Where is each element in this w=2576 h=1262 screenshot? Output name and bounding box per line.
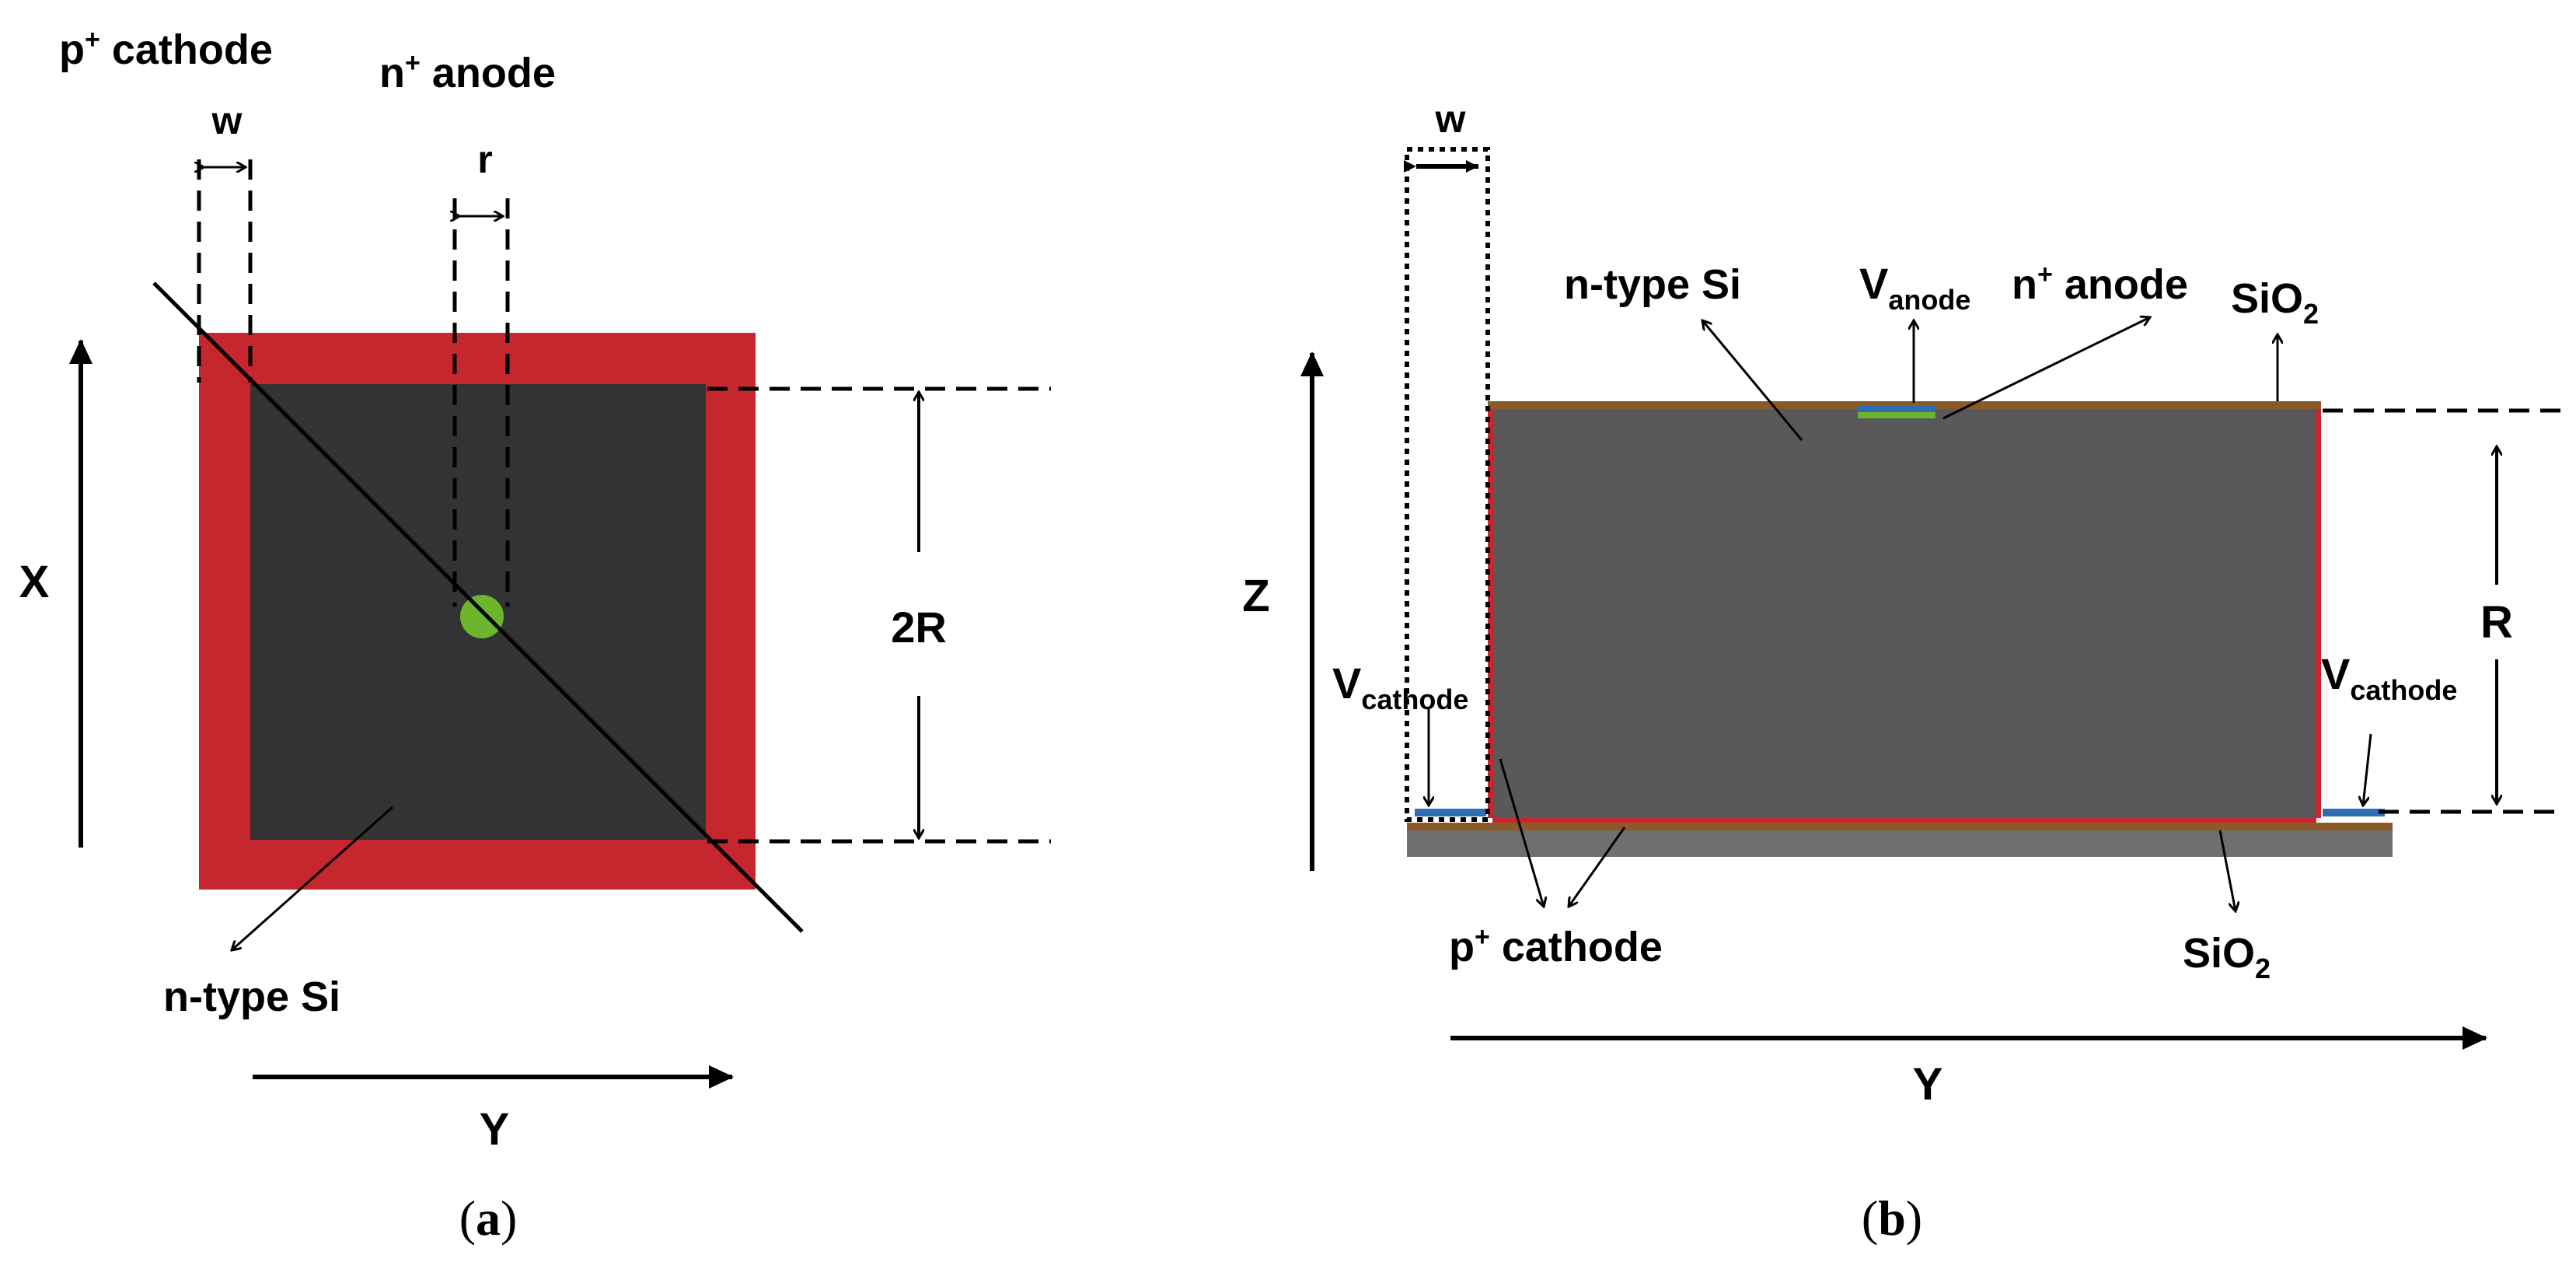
b-z-label: Z (1242, 571, 1269, 621)
a-2R-label: 2R (891, 603, 947, 652)
b-bottom-oxide (1407, 823, 2393, 830)
a-caption: (a) (459, 1190, 518, 1246)
b-sio2-bottom-pointer (2218, 830, 2236, 911)
a-ntype-pointer (232, 806, 393, 950)
a-x-label: X (19, 557, 50, 607)
panel-a: p+ cathode n+ anode w r 2R X Y n-type Si… (19, 25, 1051, 1246)
b-cathode-contact-right (2323, 809, 2385, 816)
b-anode-pointer (1942, 317, 2150, 420)
a-w-label: w (211, 99, 243, 142)
panel-b: w n-type Si Vanode n+ anode SiO2 Z R Vca… (1242, 97, 2565, 1246)
a-ntype-label: n-type Si (163, 974, 340, 1020)
a-diagonal-line (152, 281, 804, 933)
b-caption: (b) (1862, 1190, 1922, 1246)
a-y-label: Y (480, 1104, 510, 1155)
b-top-oxide (1488, 401, 2321, 409)
a-anode-dot (460, 595, 504, 638)
b-sio2-top-label: SiO2 (2231, 275, 2319, 330)
b-ntype-label: n-type Si (1564, 261, 1741, 308)
b-vcathode-right-label: Vcathode (2321, 649, 2457, 706)
b-silicon-block (1491, 406, 2318, 818)
b-cathode-pointer-2 (1569, 827, 1626, 907)
b-cathode-contact-left (1415, 809, 1486, 816)
b-ntype-pointer (1702, 320, 1803, 441)
b-w-label: w (1435, 97, 1466, 141)
b-cathode-pointer-1 (1499, 758, 1544, 907)
b-cathode-label: p+ cathode (1449, 922, 1663, 970)
b-cathode-side-right (2315, 406, 2321, 818)
b-anode-contact-green (1858, 412, 1935, 418)
b-anode-contact-blue (1858, 406, 1935, 412)
a-anode-label: n+ anode (379, 48, 556, 96)
b-vcathode-left-label: Vcathode (1332, 659, 1468, 715)
b-vanode-label: Vanode (1859, 259, 1970, 316)
b-R-label: R (2480, 597, 2513, 648)
b-cathode-side-left (1488, 406, 1494, 818)
a-cathode-label: p+ cathode (59, 25, 273, 73)
b-y-label: Y (1913, 1059, 1943, 1110)
b-anode-label: n+ anode (2012, 260, 2188, 308)
a-r-label: r (477, 138, 492, 181)
b-w-dotted-region (1405, 147, 1490, 822)
b-vcathode-right-pointer (2363, 733, 2372, 806)
b-sio2-bottom-label: SiO2 (2183, 930, 2271, 984)
